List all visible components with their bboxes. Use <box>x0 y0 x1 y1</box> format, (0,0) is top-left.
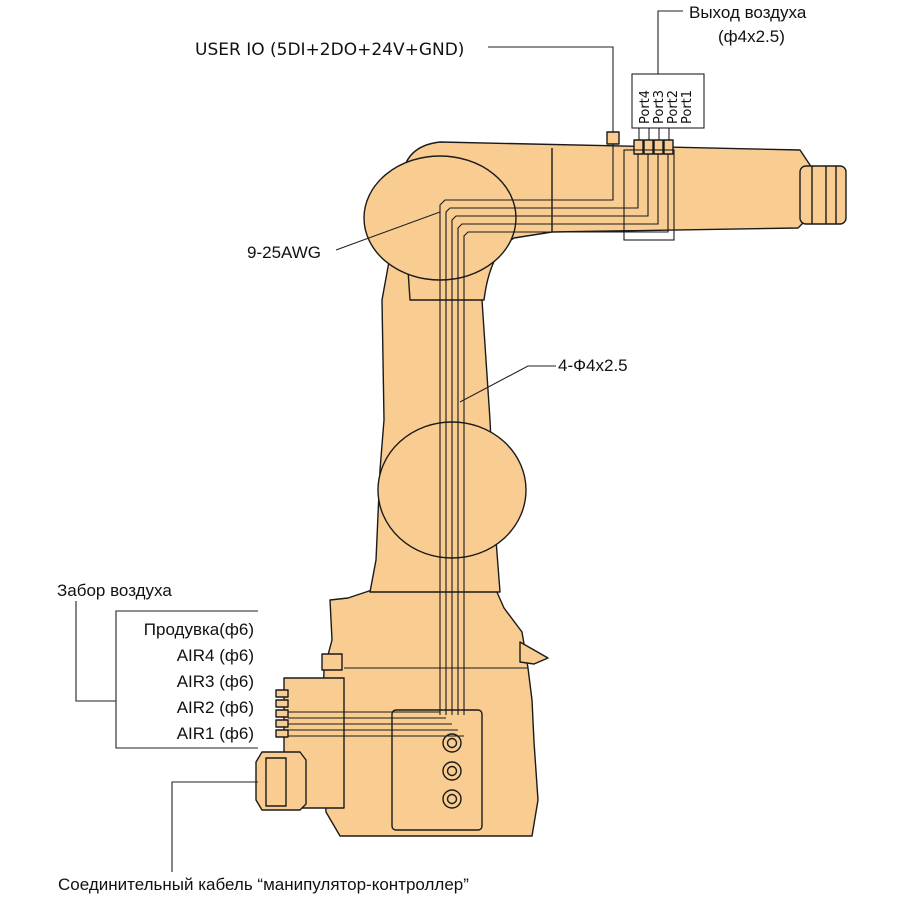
route-tube-4 <box>445 154 639 715</box>
route-io <box>439 144 614 715</box>
air-fitting-air3 <box>275 709 289 718</box>
label-cable: Соединительный кабель “манипулятор-контр… <box>58 875 469 894</box>
wrist-flange <box>799 165 847 225</box>
label-purge: Продувка(ф6) <box>144 620 254 639</box>
leader-lines <box>75 10 705 872</box>
cable-connector-face <box>265 757 287 807</box>
base-port-1 <box>442 733 462 753</box>
labels: USER IO (5DI+2DO+24V+GND) Выход воздуха … <box>57 3 807 894</box>
air-outlet-port2 <box>653 139 664 155</box>
air-fitting-air4 <box>275 699 289 708</box>
label-air4: AIR4 (ф6) <box>177 646 254 665</box>
internal-routing <box>288 144 675 737</box>
upper-arm <box>401 141 813 301</box>
route-tube-3 <box>451 154 649 715</box>
cable-connector <box>255 751 307 811</box>
base-port-2-inner <box>446 765 458 777</box>
air-outlet-port1 <box>663 139 674 155</box>
label-tubes: 4-Ф4x2.5 <box>558 356 628 375</box>
port-bracket <box>623 149 675 241</box>
label-air1: AIR1 (ф6) <box>177 724 254 743</box>
base-side-fin <box>519 641 549 665</box>
base-top-block <box>321 653 343 671</box>
label-air-out-size: (ф4x2.5) <box>718 27 785 46</box>
label-port4: Port4 <box>638 90 653 124</box>
label-awg: 9-25AWG <box>247 243 321 262</box>
user-io-connector <box>606 131 620 145</box>
label-air-out-title: Выход воздуха <box>689 3 807 22</box>
label-air-in-title: Забор воздуха <box>57 581 172 600</box>
air-outlet-port3 <box>643 139 654 155</box>
base-port-3 <box>442 789 462 809</box>
base-port-2 <box>442 761 462 781</box>
label-port1: Port1 <box>680 90 695 124</box>
route-tube-1 <box>463 154 669 715</box>
route-bottom <box>288 711 464 737</box>
route-tube-2 <box>457 154 659 715</box>
label-air2: AIR2 (ф6) <box>177 698 254 717</box>
label-port3: Port3 <box>652 90 667 124</box>
air-fitting-purge <box>275 689 289 698</box>
base-panel <box>391 709 483 831</box>
base-port-3-inner <box>446 793 458 805</box>
robot-arm <box>255 131 847 837</box>
label-air3: AIR3 (ф6) <box>177 672 254 691</box>
label-port2: Port2 <box>666 90 681 124</box>
base-port-1-inner <box>446 737 458 749</box>
air-fitting-air2 <box>275 719 289 728</box>
label-user-io: USER IO (5DI+2DO+24V+GND) <box>195 40 464 60</box>
air-fitting-air1 <box>275 729 289 738</box>
air-outlet-port4 <box>633 139 644 155</box>
